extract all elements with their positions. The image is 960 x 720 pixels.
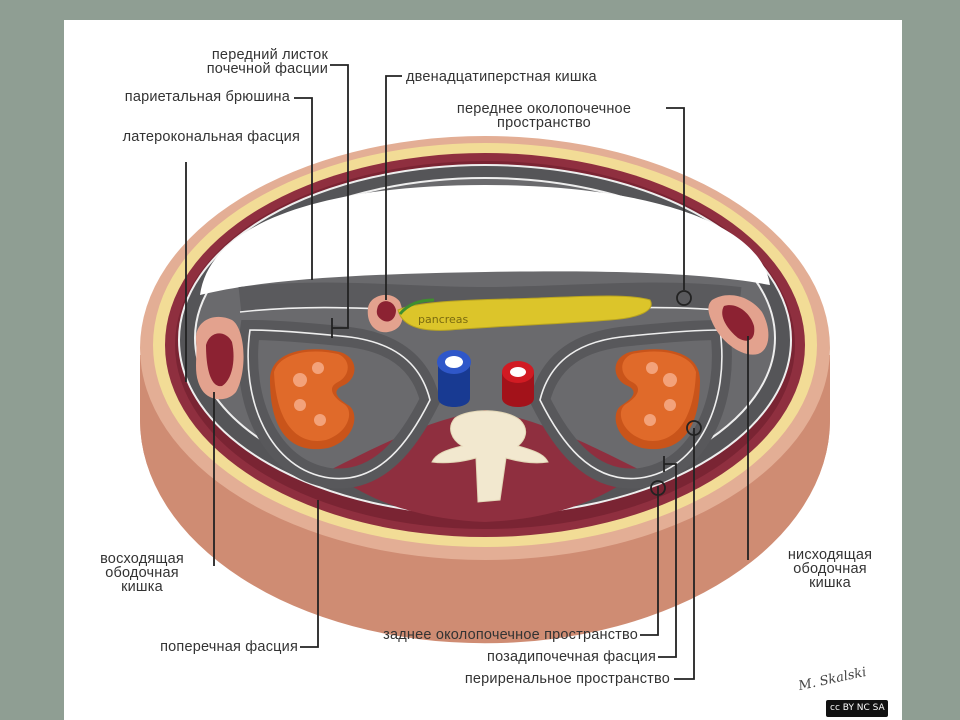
pancreatic-duct <box>398 298 435 315</box>
vertebra <box>431 410 549 503</box>
leader-markers <box>650 290 702 496</box>
label-transversalis-fascia: поперечная фасция <box>160 639 298 655</box>
label-ascending-colon-line1: восходящая <box>100 551 184 567</box>
label-posterior-renal-fascia: позадипочечная фасция <box>487 649 656 665</box>
duodenum <box>367 294 403 333</box>
label-descending-colon-line3: кишка <box>809 575 851 591</box>
label-duodenum: двенадцатиперстная кишка <box>406 69 597 85</box>
descending-colon <box>708 295 769 355</box>
label-lateroconal-fascia: латерокональная фасция <box>122 129 300 145</box>
leader-lines <box>185 64 749 680</box>
label-descending-colon: нисходящая ободочная кишка <box>760 547 900 591</box>
label-ascending-colon-line3: кишка <box>121 579 163 595</box>
cc-license-badge: cc BY NC SA <box>826 700 888 717</box>
label-posterior-pararenal-space: заднее околопочечное пространство <box>383 627 638 643</box>
label-pancreas: pancreas <box>418 313 469 326</box>
peritoneal-cavity <box>200 185 770 295</box>
label-parietal-peritoneum: париетальная брюшина <box>124 89 290 105</box>
label-anterior-pararenal-space-line1: переднее околопочечное <box>456 101 632 117</box>
label-anterior-renal-fascia: передний листок почечной фасции <box>140 47 328 77</box>
pancreas <box>397 295 652 331</box>
right-kidney <box>615 349 700 450</box>
label-descending-colon-line2: ободочная <box>793 561 867 577</box>
label-ascending-colon-line2: ободочная <box>105 565 179 581</box>
label-descending-colon-line1: нисходящая <box>787 547 873 563</box>
label-anterior-pararenal-space-line2: пространство <box>497 115 591 131</box>
label-perirenal-space: периренальное пространство <box>464 671 670 687</box>
label-anterior-renal-fascia-line2: почечной фасции <box>206 61 328 77</box>
label-anterior-pararenal-space: переднее околопочечное пространство <box>424 101 664 131</box>
left-perirenal-loop-line <box>247 329 431 480</box>
left-kidney <box>270 349 355 450</box>
aorta <box>502 361 534 407</box>
inferior-vena-cava <box>437 350 471 407</box>
right-perirenal-loop-line <box>539 329 723 480</box>
label-anterior-renal-fascia-line1: передний листок <box>211 47 328 63</box>
ascending-colon <box>195 316 244 400</box>
label-ascending-colon: восходящая ободочная кишка <box>72 551 212 595</box>
